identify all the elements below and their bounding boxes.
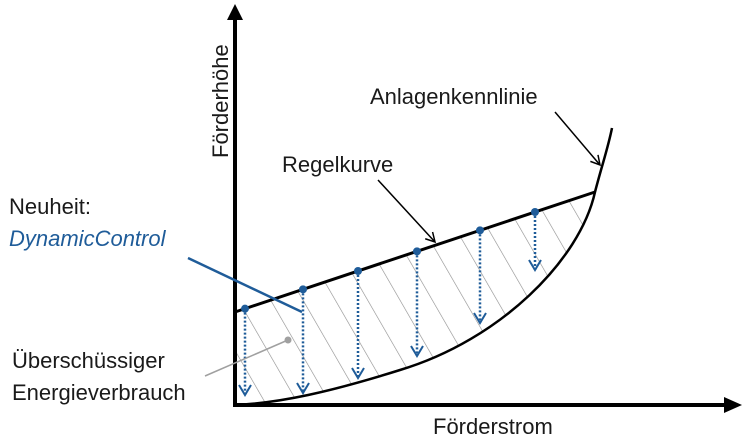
y-axis-label: Förderhöhe bbox=[208, 44, 233, 158]
control-point bbox=[241, 304, 249, 313]
arrow-down-icon bbox=[351, 367, 365, 380]
arrow-down-icon bbox=[238, 384, 252, 397]
control-point bbox=[476, 226, 484, 235]
system-curve bbox=[234, 127, 614, 407]
dynamic-control-arrows bbox=[238, 208, 542, 397]
control-point bbox=[413, 247, 421, 256]
excess-pointer-dot bbox=[284, 336, 292, 344]
control-point bbox=[299, 285, 307, 294]
system-curve-callout-arrow bbox=[554, 111, 601, 167]
control-curve-label: Regelkurve bbox=[282, 152, 393, 177]
novelty-name-label: DynamicControl bbox=[9, 226, 167, 251]
control-point bbox=[531, 208, 539, 216]
novelty-prefix-label: Neuheit: bbox=[9, 194, 91, 219]
arrow-down-icon bbox=[528, 259, 542, 272]
novelty-pointer-line bbox=[187, 256, 303, 314]
excess-label-line2: Energieverbrauch bbox=[12, 380, 186, 405]
excess-pointer-line bbox=[204, 339, 289, 377]
control-point bbox=[354, 267, 362, 275]
x-axis-arrow-icon bbox=[724, 397, 742, 413]
excess-label-line1: Überschüssiger bbox=[12, 348, 165, 373]
arrow-down-icon bbox=[410, 345, 424, 358]
system-curve-label: Anlagenkennlinie bbox=[370, 84, 538, 109]
control-curve-callout-arrow bbox=[377, 179, 437, 244]
arrow-down-icon bbox=[296, 382, 310, 395]
arrow-down-icon bbox=[473, 312, 487, 325]
y-axis-arrow-icon bbox=[227, 4, 243, 20]
x-axis-label: Förderstrom bbox=[433, 414, 553, 439]
